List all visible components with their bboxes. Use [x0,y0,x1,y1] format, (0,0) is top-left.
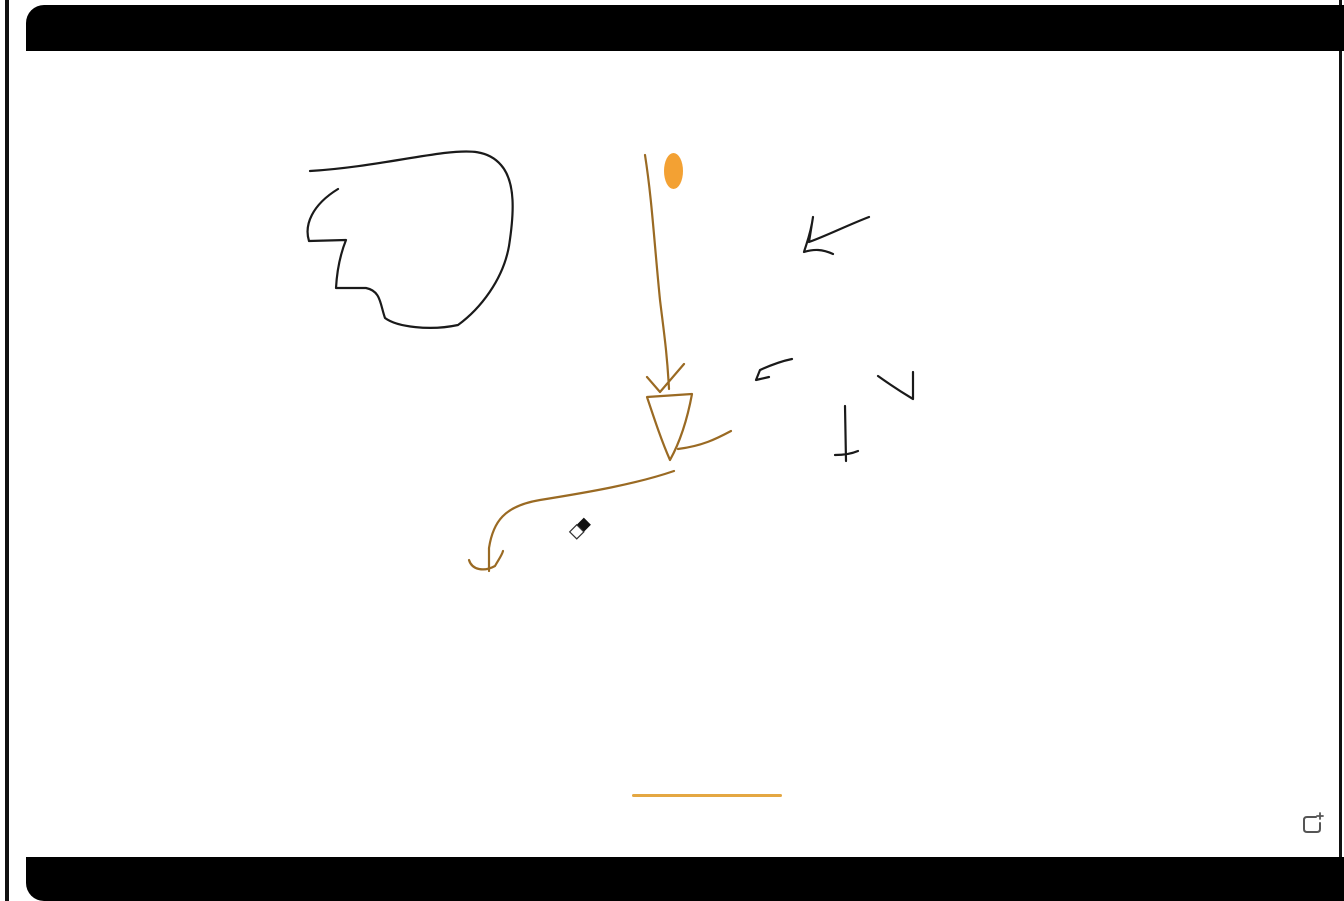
eraser-icon [568,516,594,542]
black-check-stroke [878,372,913,399]
brown-triangle-stroke [647,394,692,460]
bottom-black-bar [26,857,1344,901]
brown-arrowhead-1 [647,364,684,392]
orange-pen-dot [664,153,683,189]
black-down-arrow-stroke [835,406,858,461]
stroke-progress-fill [632,794,782,797]
black-blob-stroke [308,151,513,327]
black-zigzag-stroke [804,217,869,254]
black-small-arrow-stroke [756,359,792,380]
brown-tail-stroke [678,431,731,449]
brown-arrowhead-2 [469,551,503,569]
stroke-progress-bar [632,794,782,797]
add-to-corner-icon[interactable] [1300,811,1326,835]
brown-vertical-stroke [645,155,669,389]
